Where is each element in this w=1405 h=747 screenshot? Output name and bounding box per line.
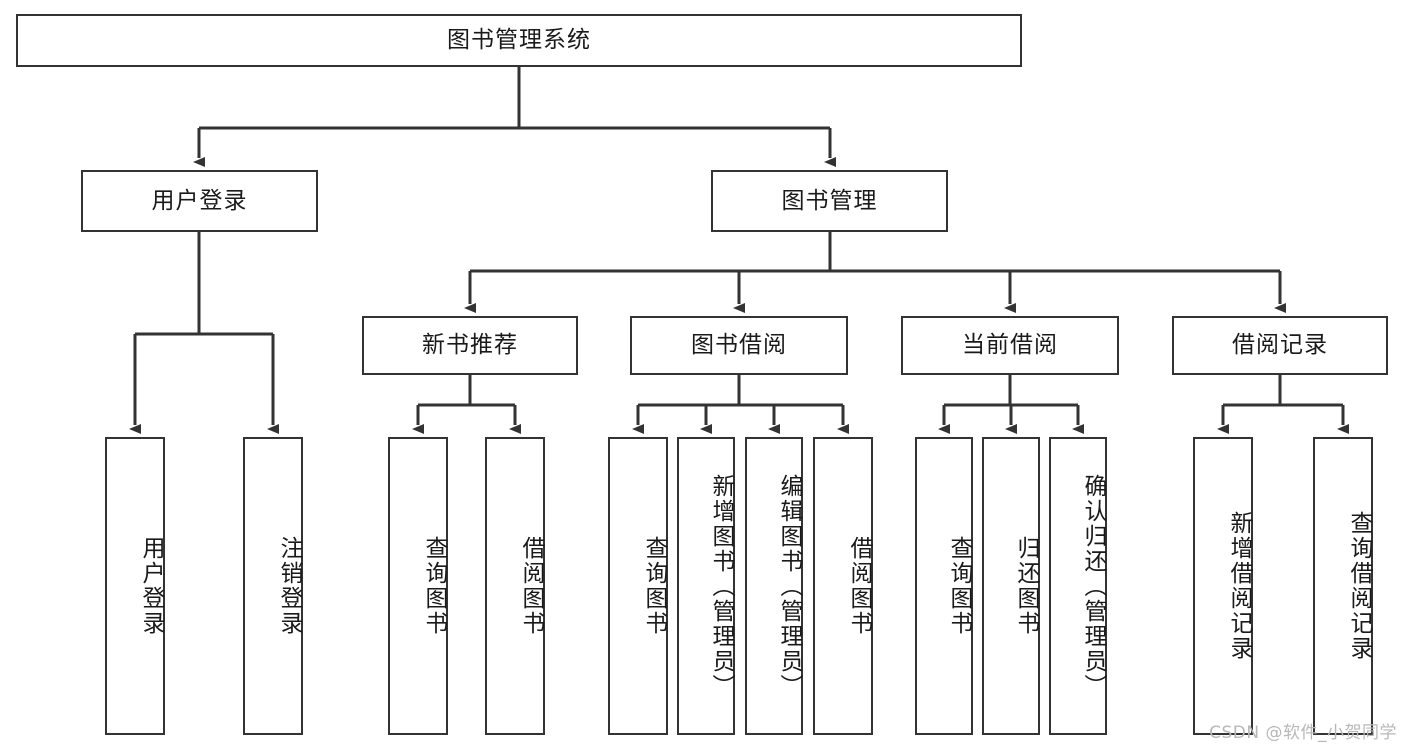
leaf-new-book-query[interactable]: 查询图书	[388, 437, 448, 735]
leaf-new-book-borrow[interactable]: 借阅图书	[485, 437, 545, 735]
node-label: 查询借阅记录	[1346, 511, 1372, 661]
node-book-management[interactable]: 图书管理	[711, 170, 948, 232]
node-label: 图书管理	[781, 187, 878, 214]
leaf-book-borrow-query[interactable]: 查询图书	[608, 437, 668, 735]
leaf-current-borrow-confirm[interactable]: 确认归还（管理员）	[1049, 437, 1107, 735]
node-label: 新书推荐	[422, 332, 518, 359]
node-borrow-record[interactable]: 借阅记录	[1172, 316, 1388, 375]
leaf-borrow-record-query[interactable]: 查询借阅记录	[1313, 437, 1373, 735]
node-label: 当前借阅	[962, 332, 1058, 359]
node-label: 图书管理系统	[447, 27, 591, 54]
leaf-current-borrow-query[interactable]: 查询图书	[915, 437, 973, 735]
node-label: 注销登录	[276, 536, 302, 636]
leaf-book-borrow-edit[interactable]: 编辑图书（管理员）	[745, 437, 803, 735]
node-label: 图书借阅	[691, 332, 787, 359]
leaf-book-borrow-lend[interactable]: 借阅图书	[813, 437, 873, 735]
node-label: 查询图书	[641, 536, 667, 636]
node-user-login[interactable]: 用户登录	[81, 170, 318, 232]
node-label: 查询图书	[421, 536, 447, 636]
node-label: 借阅图书	[846, 536, 872, 636]
node-root-system[interactable]: 图书管理系统	[16, 14, 1022, 67]
node-label: 新增借阅记录	[1226, 511, 1252, 661]
node-label: 查询图书	[946, 536, 972, 636]
node-label: 归还图书	[1013, 536, 1039, 636]
node-label: 新增图书（管理员）	[708, 473, 734, 699]
node-book-borrow[interactable]: 图书借阅	[630, 316, 848, 375]
leaf-borrow-record-add[interactable]: 新增借阅记录	[1193, 437, 1253, 735]
leaf-current-borrow-return[interactable]: 归还图书	[982, 437, 1040, 735]
node-label: 确认归还（管理员）	[1080, 473, 1106, 699]
leaf-book-borrow-add[interactable]: 新增图书（管理员）	[677, 437, 735, 735]
node-new-book-recommend[interactable]: 新书推荐	[362, 316, 578, 375]
node-label: 用户登录	[138, 536, 164, 636]
node-label: 用户登录	[151, 187, 248, 214]
node-label: 编辑图书（管理员）	[776, 473, 802, 699]
node-current-borrow[interactable]: 当前借阅	[901, 316, 1119, 375]
node-label: 借阅图书	[518, 536, 544, 636]
csdn-watermark: CSDN @软件_小贺同学	[1209, 723, 1397, 743]
leaf-user-login-signin[interactable]: 用户登录	[105, 437, 165, 735]
leaf-user-login-signout[interactable]: 注销登录	[243, 437, 303, 735]
node-label: 借阅记录	[1232, 332, 1328, 359]
